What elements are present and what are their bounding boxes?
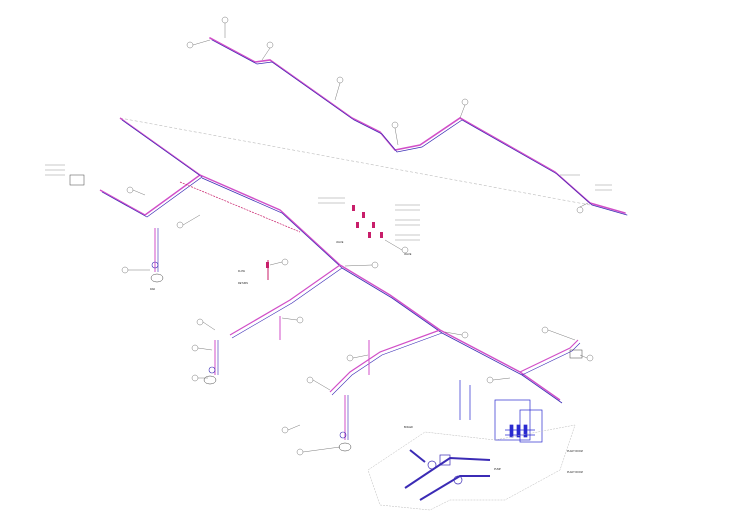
svg-text:PLANT ROOM: PLANT ROOM [567, 450, 583, 453]
note-lines [45, 164, 612, 241]
return-label: RETURN [238, 282, 248, 285]
upper-run-return [211, 39, 628, 216]
upper-main-run [209, 37, 628, 216]
valve-label-2: VALVE [404, 253, 412, 256]
fittings [151, 205, 383, 439]
annotation-text: PLANT ROOM PLANT ROOM BOILER PUMP VALVE … [150, 241, 583, 474]
detail-enlargement [367, 424, 576, 511]
pump-label: PUMP [494, 468, 501, 471]
boiler-block-b [519, 409, 543, 443]
plant-room-label-a: PLANT ROOM [567, 450, 583, 453]
left-main-run [99, 117, 343, 269]
plant-equipment [459, 380, 543, 443]
trunk-supply [339, 264, 561, 401]
left-run-return [101, 119, 203, 218]
annotation-tags [121, 16, 594, 456]
main-trunk [229, 264, 581, 404]
valve-label-1: VALVE [336, 241, 344, 244]
plant-room-label-b: PLANT ROOM [567, 471, 583, 474]
svg-text:PLANT ROOM: PLANT ROOM [567, 471, 583, 474]
risers [154, 228, 370, 440]
boiler-label: BOILER [404, 426, 413, 429]
upper-run-supply [209, 37, 626, 214]
terminal-units [69, 174, 583, 452]
reference-dashed-line [119, 117, 591, 206]
rad-label: RAD [150, 288, 155, 291]
boiler-block-a [494, 399, 531, 441]
flow-label: FLOW [238, 270, 246, 273]
left-run-supply [99, 117, 202, 216]
trunk-return [341, 267, 563, 404]
